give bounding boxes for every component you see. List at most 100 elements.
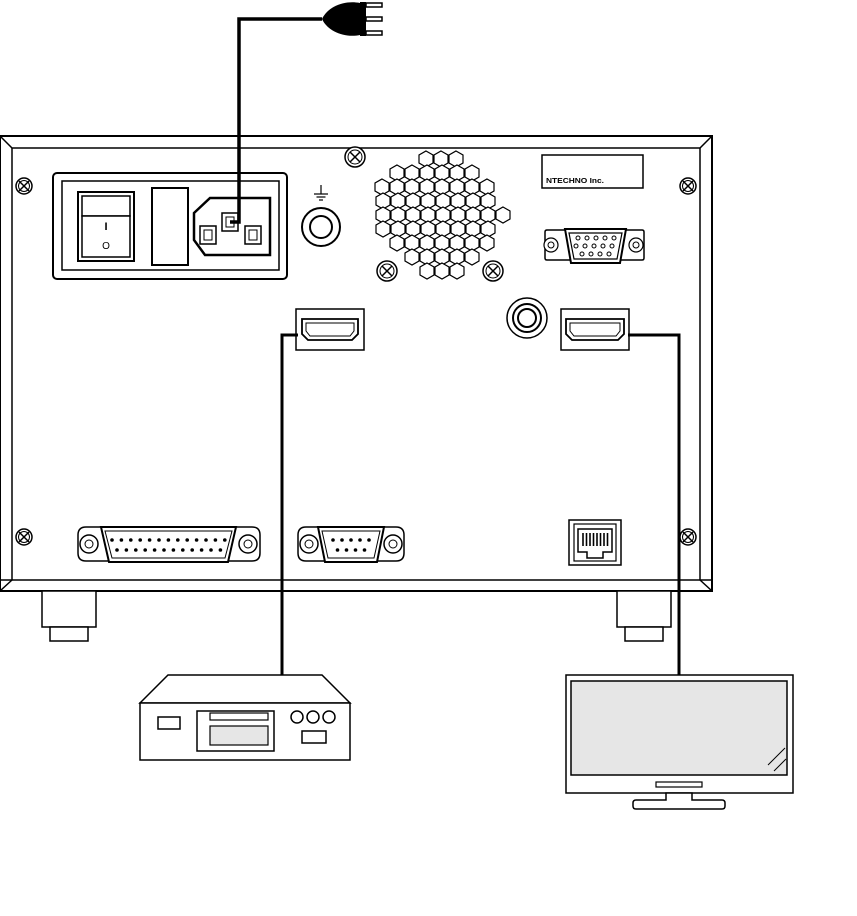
connector-pin <box>214 538 218 542</box>
power-inlet[interactable] <box>194 198 270 255</box>
connector-pin <box>340 538 344 542</box>
db9-port-icon[interactable] <box>298 527 404 562</box>
screw-icon <box>483 261 503 281</box>
vent-hole <box>420 179 434 195</box>
vent-hole <box>435 179 449 195</box>
connector-pin <box>143 548 147 552</box>
hdmi-port-right[interactable] <box>561 309 629 350</box>
connector-pin <box>223 538 227 542</box>
connector-pin <box>167 538 171 542</box>
screw-icon <box>680 178 696 194</box>
vent-hole <box>376 221 390 237</box>
db25-port-icon[interactable] <box>78 527 260 562</box>
screw-icon <box>377 261 397 281</box>
connector-pin <box>367 538 371 542</box>
vent-hole <box>466 221 480 237</box>
vent-hole <box>465 179 479 195</box>
connector-pin <box>190 548 194 552</box>
connector-pin <box>363 548 367 552</box>
audio-jack[interactable] <box>507 298 547 338</box>
connector-pin <box>148 538 152 542</box>
ground-terminal[interactable] <box>302 208 340 246</box>
hdmi-port-left[interactable] <box>296 309 364 350</box>
connector-pin <box>601 244 605 248</box>
vga-port-icon[interactable] <box>544 229 644 263</box>
connector-pin <box>185 538 189 542</box>
connector-pin <box>610 244 614 248</box>
connector-pin <box>195 538 199 542</box>
connector-pin <box>115 548 119 552</box>
connector-pin <box>200 548 204 552</box>
connector-pin <box>583 244 587 248</box>
brand-text: NTECHNO Inc. <box>546 178 604 185</box>
vent-hole <box>451 221 465 237</box>
fuse-holder[interactable] <box>152 188 188 265</box>
connector-pin <box>331 538 335 542</box>
vent-hole <box>419 151 433 167</box>
connector-pin <box>181 548 185 552</box>
vent-hole <box>465 249 479 265</box>
connector-pin <box>125 548 129 552</box>
vent-hole <box>450 263 464 279</box>
switch-off-symbol: O <box>102 241 110 252</box>
vent-hole <box>496 207 510 223</box>
connector-pin <box>576 236 580 240</box>
screw-icon <box>16 529 32 545</box>
device-foot-left <box>42 591 96 641</box>
vent-hole <box>421 221 435 237</box>
vent-hole <box>420 263 434 279</box>
connector-pin <box>603 236 607 240</box>
vent-hole <box>434 151 448 167</box>
vent-hole <box>436 221 450 237</box>
vent-hole <box>375 179 389 195</box>
monitor-icon <box>566 675 793 809</box>
rj45-port-icon[interactable] <box>569 520 621 565</box>
connector-pin <box>589 252 593 256</box>
power-module: I O <box>53 173 287 279</box>
vent-hole <box>481 221 495 237</box>
connector-pin <box>157 538 161 542</box>
screw-icon <box>16 178 32 194</box>
screw-icon <box>345 147 365 167</box>
power-switch[interactable]: I O <box>78 192 134 261</box>
connector-pin <box>594 236 598 240</box>
brand-label: NTECHNO Inc. <box>542 155 643 188</box>
vent-hole <box>405 249 419 265</box>
screw-icon <box>680 529 696 545</box>
connector-pin <box>204 538 208 542</box>
connector-pin <box>336 548 340 552</box>
vent-hole <box>391 221 405 237</box>
connector-pin <box>574 244 578 248</box>
connector-pin <box>612 236 616 240</box>
vent-hole <box>406 221 420 237</box>
connector-pin <box>592 244 596 248</box>
connector-pin <box>345 548 349 552</box>
connector-pin <box>134 548 138 552</box>
connector-pin <box>176 538 180 542</box>
vent-hole <box>390 235 404 251</box>
connector-pin <box>219 548 223 552</box>
vent-hole <box>449 151 463 167</box>
connector-pin <box>138 538 142 542</box>
connector-pin <box>172 548 176 552</box>
connector-pin <box>607 252 611 256</box>
power-plug-icon <box>322 2 382 36</box>
vent-hole <box>480 179 494 195</box>
vent-hole <box>405 179 419 195</box>
connector-pin <box>162 548 166 552</box>
recorder-device-icon <box>140 675 350 760</box>
connector-pin <box>129 538 133 542</box>
connector-pin <box>349 538 353 542</box>
connector-pin <box>598 252 602 256</box>
vent-hole <box>480 235 494 251</box>
vent-hole <box>390 179 404 195</box>
connector-pin <box>209 548 213 552</box>
connector-pin <box>110 538 114 542</box>
switch-on-symbol: I <box>104 221 107 233</box>
connector-pin <box>580 252 584 256</box>
vent-hole <box>450 179 464 195</box>
connector-pin <box>585 236 589 240</box>
connector-pin <box>120 538 124 542</box>
